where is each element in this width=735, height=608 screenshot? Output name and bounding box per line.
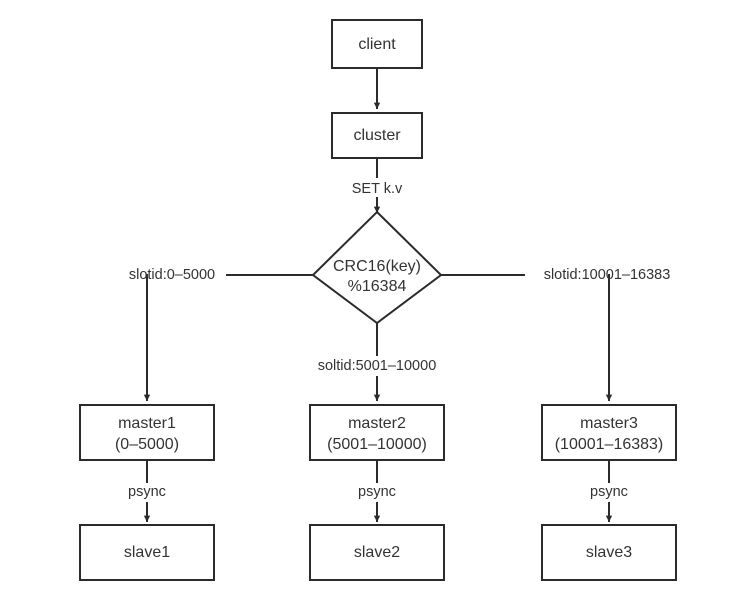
node-slave1[interactable] <box>79 524 215 581</box>
edge-label-psync-3: psync <box>590 484 628 500</box>
edge-label-slotid-10001-16383: slotid:10001–16383 <box>544 267 671 283</box>
node-master2[interactable] <box>309 404 445 461</box>
node-master1-label-line1: master1 <box>118 415 176 432</box>
node-master2-label-line2: (5001–10000) <box>327 436 427 453</box>
node-slave2-label: slave2 <box>354 544 400 561</box>
node-slave1-label: slave1 <box>124 544 170 561</box>
node-master3[interactable] <box>541 404 677 461</box>
node-decision-label-line2: %16384 <box>348 278 407 295</box>
node-master1[interactable] <box>79 404 215 461</box>
edge-label-psync-1: psync <box>128 484 166 500</box>
edge-label-slotid-0-5000: slotid:0–5000 <box>129 267 215 283</box>
node-decision-label-line1: CRC16(key) <box>333 258 421 275</box>
node-cluster[interactable] <box>331 112 423 159</box>
node-master3-label-line2: (10001–16383) <box>555 436 664 453</box>
edge-label-soltid-5001-10000: soltid:5001–10000 <box>318 358 437 374</box>
node-master3-label-line1: master3 <box>580 415 638 432</box>
node-client-label: client <box>358 36 396 53</box>
node-master1-label-line2: (0–5000) <box>115 436 179 453</box>
node-decision-crc16[interactable] <box>311 210 443 325</box>
node-cluster-label: cluster <box>353 127 401 144</box>
node-slave3-label: slave3 <box>586 544 632 561</box>
node-master2-label-line1: master2 <box>348 415 406 432</box>
edge-label-psync-2: psync <box>358 484 396 500</box>
node-client[interactable] <box>331 19 423 69</box>
node-slave3[interactable] <box>541 524 677 581</box>
node-slave2[interactable] <box>309 524 445 581</box>
edge-label-set-kv: SET k.v <box>352 181 403 197</box>
